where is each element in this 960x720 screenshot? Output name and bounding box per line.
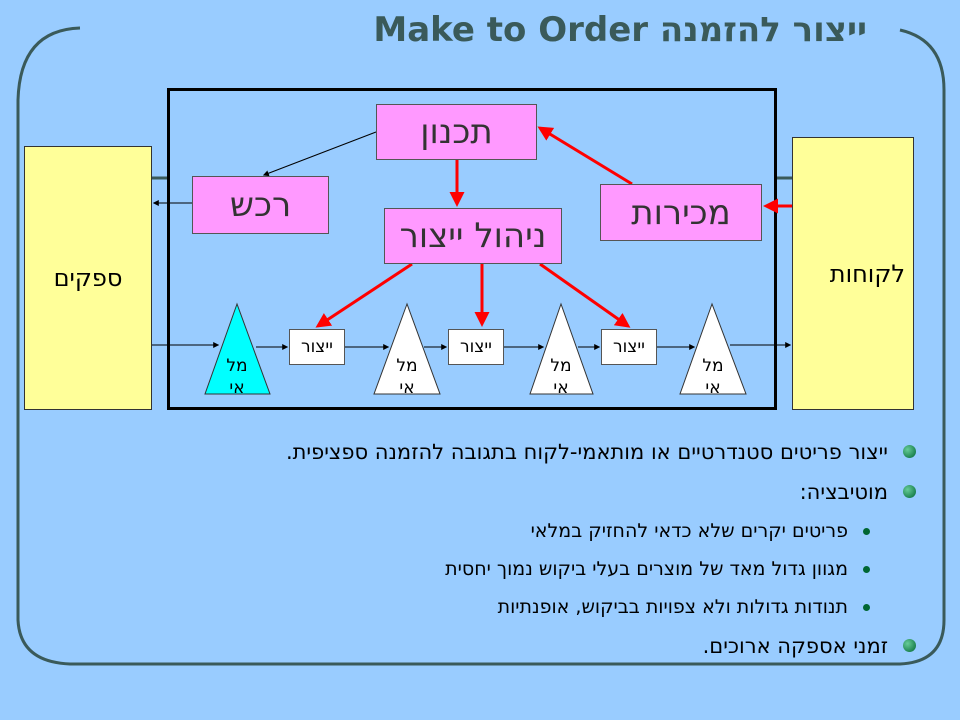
sub-bullet-text: מגוון גדול מאד של מוצרים בעלי ביקוש נמוך…	[445, 558, 848, 580]
sub-bullet-dot-icon	[863, 604, 870, 611]
production-step-2: ייצור	[448, 329, 504, 365]
bullet-dot-icon	[903, 445, 916, 458]
sub-bullet-dot-icon	[863, 566, 870, 573]
inventory-label-4: מל אי	[683, 355, 743, 399]
production-step-3: ייצור	[601, 329, 657, 365]
arrow-planning-to-purchasing	[262, 131, 377, 177]
customers-label: לקוחות	[829, 259, 905, 288]
sub-bullet-item: תנודות גדולות ולא צפויות בביקוש, אופנתיו…	[60, 592, 920, 630]
sales-box: מכירות	[600, 184, 762, 241]
inventory-triangle-2	[373, 302, 441, 395]
inventory-triangle-3	[529, 302, 594, 395]
inventory-label-2-line2: אי	[399, 378, 415, 398]
sub-bullet-text: פריטים יקרים שלא כדאי להחזיק במלאי	[530, 520, 848, 542]
sub-bullet-dot-icon	[863, 528, 870, 535]
customers-box: לקוחות	[792, 137, 914, 410]
arrow-prodmgmt-to-prod3	[539, 262, 631, 328]
suppliers-label: ספקים	[53, 264, 123, 292]
inventory-label-4-line1: מל	[702, 356, 724, 376]
sub-bullet-text: תנודות גדולות ולא צפויות בביקוש, אופנתיו…	[497, 596, 848, 618]
inventory-label-3-line1: מל	[550, 356, 572, 376]
inventory-triangle-4	[679, 302, 747, 395]
bullet-dot-icon	[903, 639, 916, 652]
bullet-dot-icon	[903, 485, 916, 498]
raw-inventory-triangle	[204, 302, 271, 395]
bullet-item: מוטיבציה:	[60, 476, 920, 516]
inventory-label-2: מל אי	[377, 355, 437, 399]
arrow-sales-to-planning	[537, 126, 633, 186]
production-management-box: ניהול ייצור	[384, 208, 562, 264]
sub-bullet-item: מגוון גדול מאד של מוצרים בעלי ביקוש נמוך…	[60, 554, 920, 592]
bullet-item: ייצור פריטים סטנדרטיים או מותאמי-לקוח בת…	[60, 436, 920, 476]
inventory-label-1-line1: מל	[226, 356, 248, 376]
planning-box: תכנון	[376, 104, 537, 160]
slide-title: ייצור להזמנה Make to Order	[365, 10, 875, 50]
bullet-item: זמני אספקה ארוכים.	[60, 630, 920, 670]
inventory-label-1: מל אי	[207, 355, 267, 399]
suppliers-box: ספקים	[24, 146, 152, 410]
purchasing-box: רכש	[192, 176, 329, 234]
inventory-label-3-line2: אי	[553, 378, 569, 398]
sub-bullet-item: פריטים יקרים שלא כדאי להחזיק במלאי	[60, 516, 920, 554]
production-step-1: ייצור	[289, 329, 345, 365]
inventory-label-3: מל אי	[531, 355, 591, 399]
arrow-prodmgmt-to-prod1	[315, 262, 413, 328]
factory-boundary	[167, 88, 777, 410]
bullet-text: ייצור פריטים סטנדרטיים או מותאמי-לקוח בת…	[285, 440, 888, 464]
bullet-list: ייצור פריטים סטנדרטיים או מותאמי-לקוח בת…	[60, 436, 920, 670]
inventory-label-1-line2: אי	[229, 378, 245, 398]
inventory-label-4-line2: אי	[705, 378, 721, 398]
inventory-label-2-line1: מל	[396, 356, 418, 376]
bullet-text: זמני אספקה ארוכים.	[702, 634, 888, 658]
bullet-text: מוטיבציה:	[799, 480, 888, 504]
